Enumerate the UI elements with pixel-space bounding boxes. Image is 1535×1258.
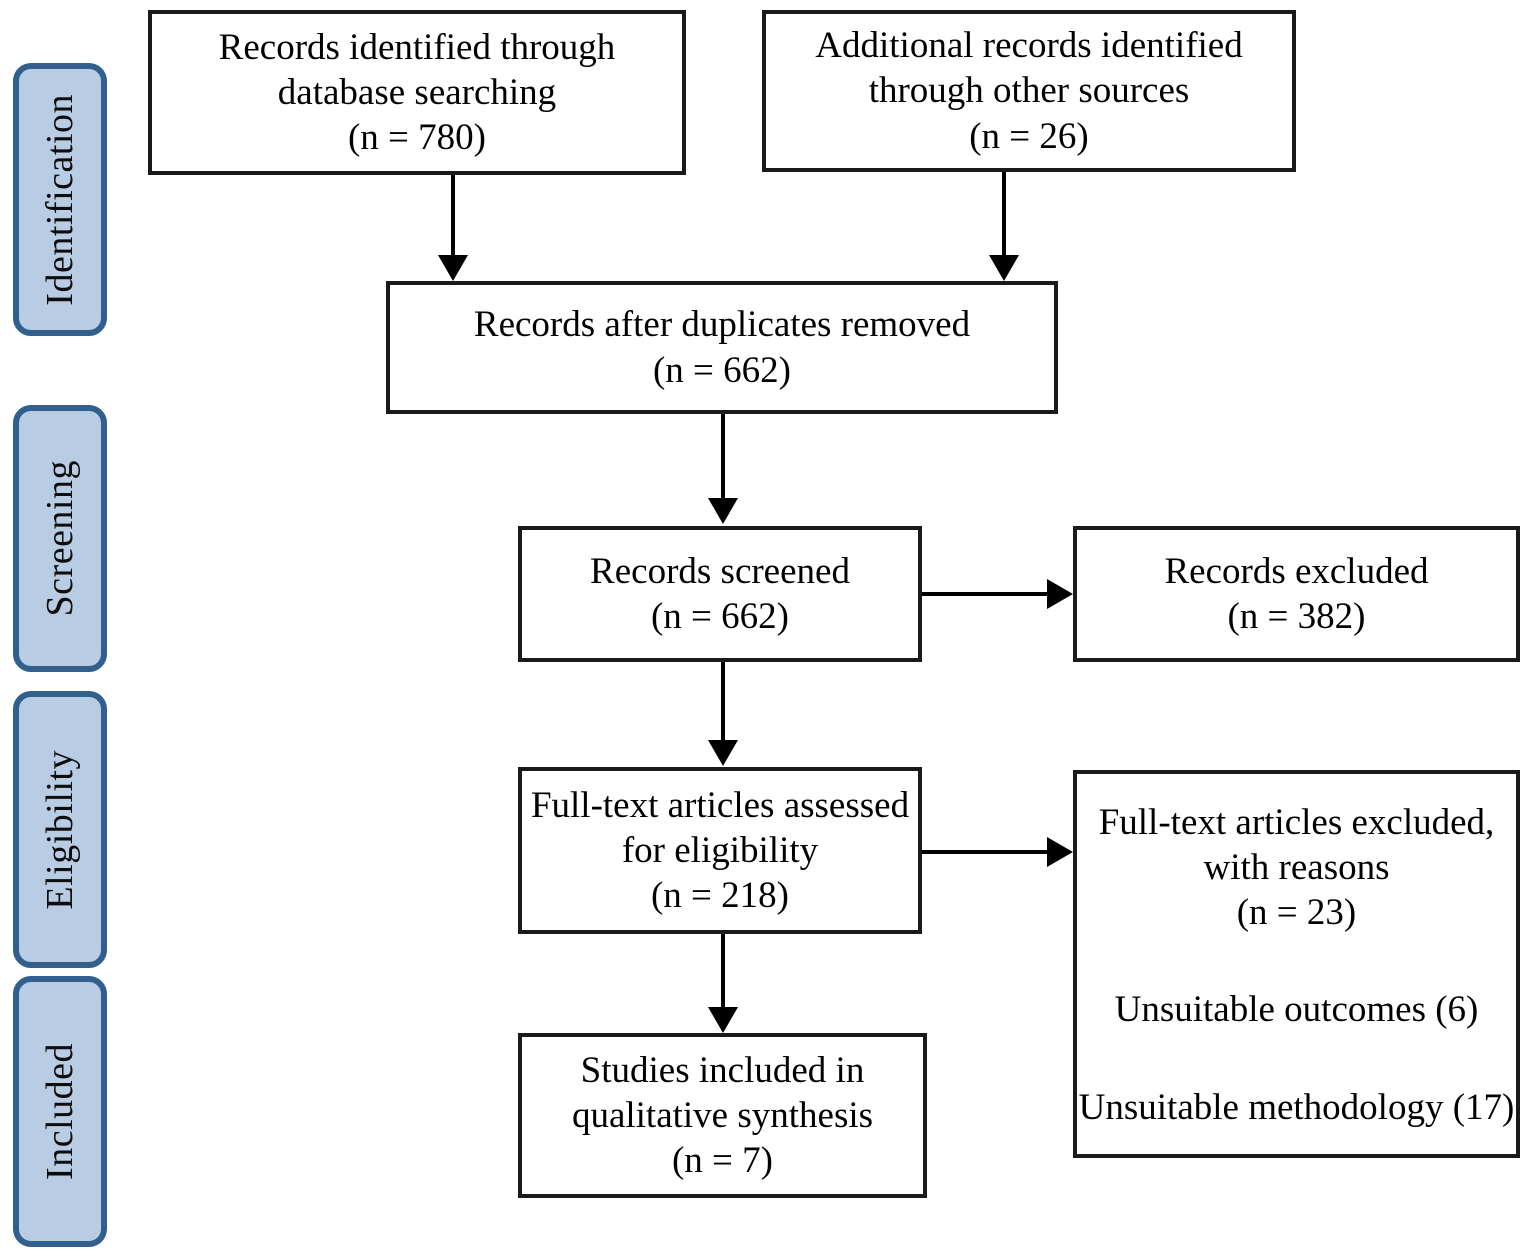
box-fexcl-reason-1: Unsuitable outcomes (6) — [1114, 989, 1479, 1031]
stage-label-included: Included — [13, 976, 107, 1247]
connector-screened-to-excluded-arrow — [1047, 579, 1073, 609]
connector-fulltext-to-studies-line — [721, 934, 725, 1009]
box-dup-count: (n = 662) — [652, 349, 791, 391]
connector-screened-to-excluded-line — [922, 592, 1050, 596]
stage-label-included-text: Included — [39, 1043, 81, 1180]
stage-label-eligibility-text: Eligibility — [39, 749, 81, 910]
box-studies-line2: qualitative synthesis — [571, 1094, 874, 1136]
box-screened-count: (n = 662) — [650, 596, 789, 637]
box-other-line2: through other sources — [868, 70, 1190, 112]
connector-other-to-duplicates-line — [1002, 172, 1006, 257]
box-records-after-duplicates-removed: Records after duplicates removed (n = 66… — [386, 281, 1058, 414]
box-records-screened: Records screened (n = 662) — [518, 526, 922, 662]
connector-duplicates-to-screened-arrow — [708, 498, 738, 524]
connector-other-to-duplicates-arrow — [989, 255, 1019, 281]
stage-label-identification-text: Identification — [39, 93, 81, 306]
connector-fulltext-to-excluded-arrow — [1047, 837, 1073, 867]
box-fulltext-line1: Full-text articles assessed — [530, 784, 910, 826]
box-fulltext-count: (n = 218) — [650, 875, 789, 917]
box-fexcl-line1: Full-text articles excluded, — [1098, 802, 1495, 843]
box-fexcl-line2: with reasons — [1203, 847, 1390, 889]
box-other-count: (n = 26) — [969, 115, 1089, 157]
stage-label-screening: Screening — [13, 405, 107, 672]
box-additional-records-other-sources: Additional records identified through ot… — [762, 10, 1296, 172]
connector-fulltext-to-excluded-line — [922, 850, 1050, 854]
stage-label-screening-text: Screening — [39, 460, 81, 617]
box-records-excluded: Records excluded (n = 382) — [1073, 526, 1520, 662]
box-studies-line1: Studies included in — [580, 1049, 865, 1091]
box-db-line1: Records identified through — [218, 26, 616, 68]
connector-fulltext-to-studies-arrow — [708, 1007, 738, 1033]
connector-duplicates-to-screened-line — [721, 414, 725, 500]
box-fulltext-line2: for eligibility — [621, 829, 819, 871]
stage-label-identification: Identification — [13, 63, 107, 336]
box-excluded-count: (n = 382) — [1227, 596, 1366, 637]
box-db-line2: database searching — [277, 71, 557, 113]
stage-label-eligibility: Eligibility — [13, 691, 107, 968]
box-fexcl-count: (n = 23) — [1236, 892, 1357, 934]
box-studies-count: (n = 7) — [671, 1140, 773, 1182]
connector-db-to-duplicates-line — [451, 175, 455, 257]
box-fulltext-excluded-with-reasons: Full-text articles excluded, with reason… — [1073, 770, 1520, 1158]
box-studies-included-qualitative-synthesis: Studies included in qualitative synthesi… — [518, 1033, 927, 1198]
box-fulltext-assessed-for-eligibility: Full-text articles assessed for eligibil… — [518, 767, 922, 934]
box-records-identified-database: Records identified through database sear… — [148, 10, 686, 175]
box-excluded-line1: Records excluded — [1164, 550, 1429, 592]
connector-db-to-duplicates-arrow — [438, 255, 468, 281]
box-screened-line1: Records screened — [590, 550, 850, 592]
box-fexcl-reason-2: Unsuitable methodology (17) — [1078, 1086, 1515, 1128]
box-other-line1: Additional records identified — [815, 25, 1243, 67]
connector-screened-to-fulltext-line — [721, 662, 725, 742]
connector-screened-to-fulltext-arrow — [708, 740, 738, 766]
box-db-count: (n = 780) — [347, 117, 486, 159]
box-dup-line1: Records after duplicates removed — [473, 304, 971, 346]
